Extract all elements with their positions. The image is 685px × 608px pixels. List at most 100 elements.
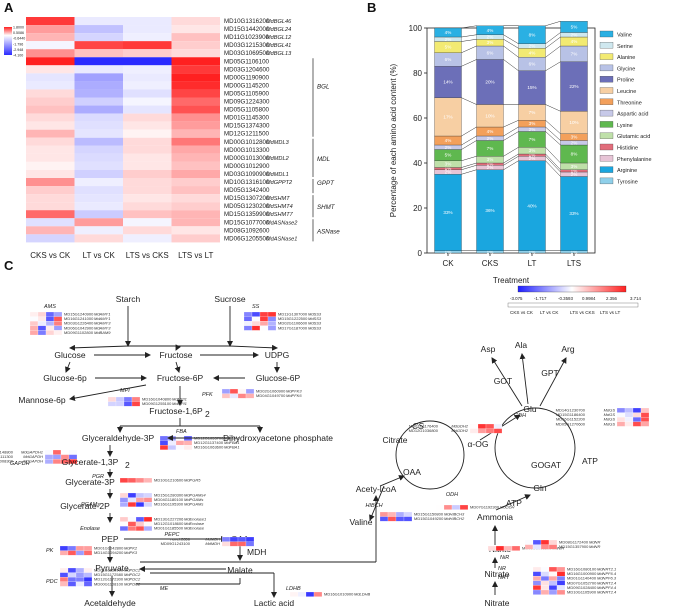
bar-data-label: 2% — [571, 172, 578, 177]
gene-heatmap-cell — [59, 545, 69, 551]
heatmap-cell — [171, 153, 220, 162]
color-scale-tick: -0.6440 — [13, 37, 25, 41]
heatmap-cell — [26, 194, 75, 203]
gene-id: MD14G1094200 — [94, 550, 124, 555]
gene-heatmap-cell — [459, 504, 469, 510]
gene-heatmap-cell — [119, 502, 129, 507]
heatmap-cell — [74, 234, 123, 243]
gene-heatmap-cell — [52, 454, 62, 460]
gene-id: MD02G1106600 — [278, 321, 308, 326]
gene-heatmap-cell — [616, 407, 626, 413]
gene-heatmap-cell — [167, 440, 177, 446]
heatmap-row-id: MD10G1316200 — [224, 18, 270, 25]
gene-heatmap-cell — [221, 536, 231, 542]
heatmap-cell — [171, 97, 220, 106]
metabolite-g3p: Glyceraldehyde-3P — [82, 433, 155, 443]
enzyme-gpt: GPT — [541, 368, 558, 378]
gene-heatmap-cell — [127, 521, 137, 527]
heatmap-row-name: MdBGL13 — [266, 51, 292, 57]
heatmap-row-id: MD00G1145200 — [224, 82, 270, 89]
series-connector — [461, 97, 477, 105]
x-tick-label: LTS — [567, 259, 581, 268]
pathway-scale-tick: -1.717 — [534, 296, 547, 301]
gene-heatmap-cell — [267, 311, 277, 317]
gene-heatmap-cell — [75, 581, 85, 587]
gene-heatmap-cell — [237, 536, 247, 542]
gene-heatmap-cell — [44, 449, 54, 455]
heatmap-cell — [171, 81, 220, 90]
bar-data-label: 4% — [571, 39, 578, 44]
heatmap-cell — [26, 33, 75, 42]
enzyme-pk: PK — [46, 548, 54, 554]
gene-heatmap-cell — [107, 401, 117, 407]
gene-heatmap-cell — [159, 435, 169, 441]
gene-heatmap-cell — [624, 412, 634, 418]
bar-data-label: 6% — [529, 62, 536, 67]
series-connector — [545, 160, 561, 177]
gene-id: MD02G1060900 — [256, 389, 286, 394]
gene-name: MdGDH2 — [451, 424, 468, 429]
legend-label: Valine — [617, 33, 632, 39]
gene-id: MD11G1307000 — [278, 312, 308, 317]
gene-id: MD16G1111300 — [0, 454, 14, 459]
gene-heatmap-cell — [632, 412, 642, 418]
pathway-scale-tick: 3.714 — [630, 296, 642, 301]
gene-heatmap-cell — [251, 311, 261, 317]
heatmap-row-id: MD03G1204600 — [224, 66, 270, 73]
bar-data-label: 2% — [529, 44, 536, 49]
metabolite-starch: Starch — [116, 294, 141, 304]
gene-heatmap-cell — [495, 545, 505, 551]
gene-heatmap-cell — [221, 388, 231, 394]
enzyme-cs: CS — [412, 421, 424, 431]
legend-swatch — [599, 76, 614, 83]
heatmap-cell — [74, 25, 123, 34]
heatmap-cell — [171, 121, 220, 130]
heatmap-row-name: MdASNase2 — [266, 220, 298, 226]
gene-name: MdLDHB — [354, 592, 371, 597]
legend-label: Threonine — [617, 100, 642, 106]
gene-heatmap-cell — [556, 576, 566, 581]
gene-heatmap-cell — [548, 571, 558, 577]
metabolite-udpg: UDPG — [265, 350, 290, 360]
gene-heatmap-cell — [640, 421, 650, 427]
gene-heatmap-cell — [435, 504, 445, 510]
heatmap-row-id: MD00G1190900 — [224, 74, 270, 81]
heatmap-row-name: MdBGL24 — [266, 27, 291, 33]
gene-id: MD15G1049200 — [414, 516, 444, 521]
bar-data-label: 5% — [571, 24, 578, 29]
metabolite-oaa2: OAA — [403, 467, 421, 477]
heatmap-group-label: ASNase — [316, 228, 340, 235]
gene-id: MD04G1180100 — [154, 497, 184, 502]
series-connector — [545, 45, 561, 58]
gene-heatmap-cell — [237, 393, 247, 399]
gene-heatmap-cell — [119, 492, 129, 498]
series-connector — [461, 162, 477, 168]
heatmap-row-id: MD15G1374300 — [224, 123, 270, 130]
gene-name: MdPFK3 — [286, 389, 302, 394]
metabolite-glc6p: Glucose-6p — [43, 373, 87, 383]
heatmap-cell — [171, 73, 220, 82]
gene-heatmap-cell — [640, 407, 650, 413]
gene-heatmap-cell — [45, 316, 55, 322]
bar-data-label: 22% — [569, 84, 578, 89]
bar-data-label: 3% — [487, 157, 494, 162]
bar-data-label: 3% — [445, 162, 452, 167]
gene-name: MdAMY3 — [94, 321, 111, 326]
legend-swatch — [599, 143, 614, 151]
heatmap-cell — [123, 65, 172, 74]
pathway-arrow — [369, 485, 385, 521]
heatmap-cell — [26, 57, 75, 66]
gene-heatmap-cell — [52, 449, 62, 455]
gene-heatmap-cell — [540, 566, 550, 572]
gene-heatmap-cell — [259, 316, 269, 322]
gene-heatmap-cell — [83, 545, 93, 551]
heatmap-cell — [171, 202, 220, 211]
bar-data-label: 4% — [487, 28, 494, 33]
legend-swatch — [599, 64, 614, 72]
gene-heatmap-cell — [131, 396, 141, 402]
heatmap-row-id: MD15G1359900 — [224, 211, 270, 218]
